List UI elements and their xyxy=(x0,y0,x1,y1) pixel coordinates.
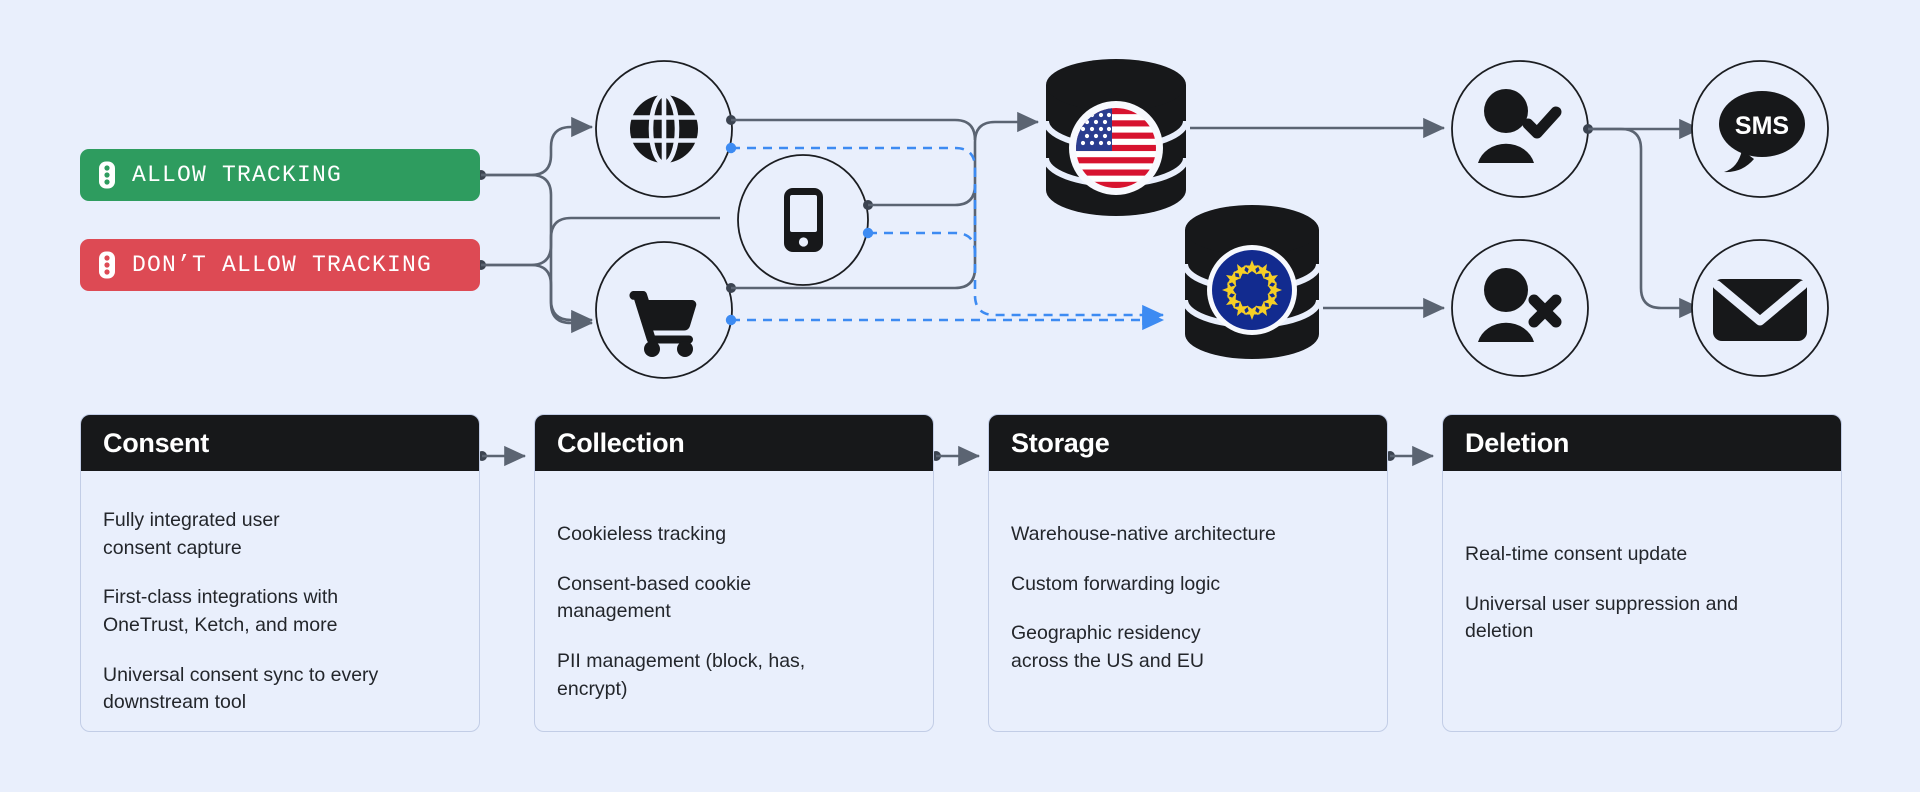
card-item: Cookieless tracking xyxy=(557,523,727,545)
card-storage[interactable]: Storage Warehouse-native architecture Cu… xyxy=(988,414,1388,732)
mobile-phone-icon xyxy=(784,188,823,252)
card-collection[interactable]: Collection Cookieless tracking Consent-b… xyxy=(534,414,934,732)
database-eu-icon xyxy=(1212,250,1292,330)
node-web-source[interactable] xyxy=(595,60,733,198)
node-us-database[interactable] xyxy=(1043,59,1189,216)
allow-tracking-label: ALLOW TRACKING xyxy=(132,162,343,188)
card-body: Cookieless tracking Consent-based cookie… xyxy=(535,471,933,723)
connector-trunk-to-us-db xyxy=(973,111,1040,268)
allow-tracking-button[interactable]: ALLOW TRACKING xyxy=(80,149,480,201)
envelope-icon xyxy=(1712,279,1808,341)
node-user-suppressed[interactable] xyxy=(1451,239,1589,377)
node-user-allowed[interactable] xyxy=(1451,60,1589,198)
card-header: Storage xyxy=(989,415,1387,471)
connector-group-storage-to-audience xyxy=(1190,117,1446,319)
connector-deny-to-mobile xyxy=(481,216,720,267)
connector-deny-to-cart xyxy=(481,263,594,331)
node-email-destination[interactable] xyxy=(1691,239,1829,377)
card-body: Warehouse-native architecture Custom for… xyxy=(989,471,1387,696)
shopping-cart-icon xyxy=(629,291,697,357)
card-title: Deletion xyxy=(1465,427,1570,458)
destination-nodes: SMS xyxy=(1691,60,1829,377)
card-deletion[interactable]: Deletion Real-time consent update Univer… xyxy=(1442,414,1842,732)
card-title: Collection xyxy=(557,427,685,458)
node-commerce-source[interactable] xyxy=(595,241,733,379)
card-title: Storage xyxy=(1011,427,1110,458)
connector-allow-to-mobile-path xyxy=(481,173,594,334)
user-check-icon xyxy=(1478,89,1562,163)
node-mobile-source[interactable] xyxy=(737,154,869,286)
card-header: Consent xyxy=(81,415,479,471)
card-item: Real-time consent update xyxy=(1465,543,1688,565)
connector-mobile-up xyxy=(868,184,977,207)
connector-group-consent-to-sources xyxy=(476,116,720,334)
traffic-light-icon xyxy=(99,161,115,189)
connector-dashed-globe xyxy=(731,146,977,169)
storage-nodes xyxy=(1043,59,1322,359)
sms-label: SMS xyxy=(1735,112,1789,140)
connector-dot-blue xyxy=(862,227,874,239)
sms-bubble-icon: SMS xyxy=(1719,91,1805,173)
card-item: Warehouse-native architecture xyxy=(1011,523,1276,545)
card-item: Custom forwarding logic xyxy=(1011,572,1221,595)
database-us-icon xyxy=(1076,108,1156,188)
connector-dot-blue xyxy=(725,314,737,326)
card-body: Real-time consent update Universal user … xyxy=(1443,471,1841,666)
connector-globe-down xyxy=(731,118,977,141)
deny-tracking-button[interactable]: DON’T ALLOW TRACKING xyxy=(80,239,480,291)
card-title: Consent xyxy=(103,427,209,458)
connector-group-audience-to-destinations xyxy=(1583,118,1702,319)
connector-user-to-email xyxy=(1588,127,1702,319)
connector-dashed-mobile xyxy=(868,231,977,254)
card-header: Collection xyxy=(535,415,933,471)
connector-group-dashed-to-eu xyxy=(731,146,1165,331)
connector-allow-to-globe xyxy=(481,116,594,177)
source-nodes xyxy=(595,60,869,379)
node-eu-database[interactable] xyxy=(1182,205,1322,359)
deny-tracking-label: DON’T ALLOW TRACKING xyxy=(132,252,433,278)
traffic-light-icon xyxy=(99,251,115,279)
user-x-icon xyxy=(1478,268,1562,342)
globe-icon xyxy=(630,92,698,166)
connector-dot-blue xyxy=(725,142,737,154)
audience-nodes xyxy=(1451,60,1589,377)
node-sms-destination[interactable]: SMS xyxy=(1691,60,1829,198)
card-item: PII management (block, has,encrypt) xyxy=(557,650,806,700)
card-header: Deletion xyxy=(1443,415,1841,471)
